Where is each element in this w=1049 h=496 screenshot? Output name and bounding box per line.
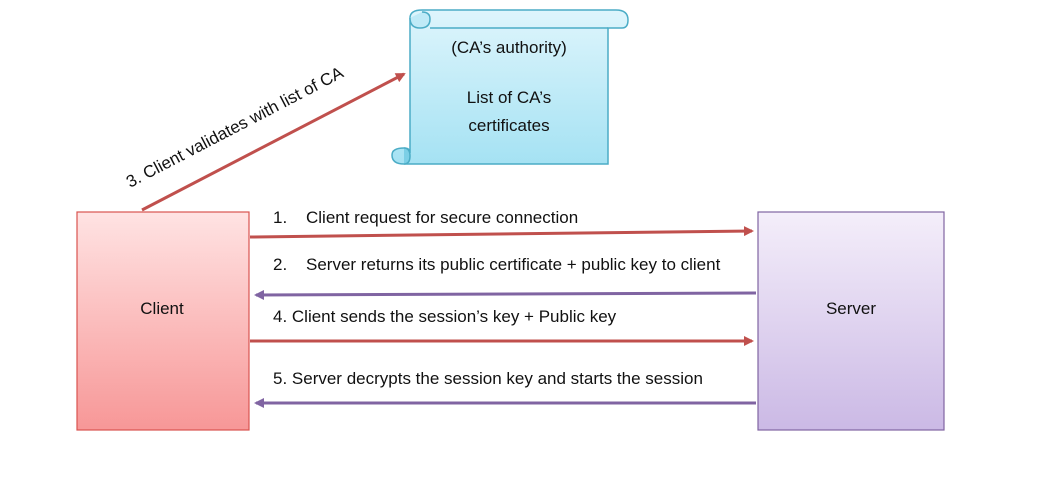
edge-step4: 4. Client sends the session’s key + Publ… [250, 307, 754, 346]
ca-certificate-scroll: (CA’s authority) List of CA’s certificat… [391, 9, 629, 165]
step1-number: 1. [273, 208, 287, 227]
edge-step5: 5. Server decrypts the session key and s… [254, 369, 756, 408]
scroll-body [391, 9, 629, 165]
step4-label: 4. Client sends the session’s key + Publ… [273, 307, 617, 326]
ca-authority-title: (CA’s authority) [451, 38, 567, 57]
step3-label: 3. Client validates with list of CA [123, 63, 347, 192]
edge-step3: 3. Client validates with list of CA [123, 63, 406, 212]
scroll-top-curl [409, 11, 431, 29]
arrow-step2 [254, 289, 757, 300]
step5-label: 5. Server decrypts the session key and s… [273, 369, 703, 388]
edge-step2: 2. Server returns its public certificate… [254, 255, 757, 300]
edge-step1: 1. Client request for secure connection [249, 208, 754, 239]
server-box [757, 211, 945, 431]
step2-label: Server returns its public certificate + … [306, 255, 721, 274]
arrow-step3 [141, 72, 406, 212]
client-node: Client [76, 211, 250, 431]
client-label: Client [140, 299, 184, 318]
step1-label: Client request for secure connection [306, 208, 578, 227]
ca-list-line1: List of CA’s [467, 88, 551, 107]
step2-number: 2. [273, 255, 287, 274]
server-label: Server [826, 299, 876, 318]
server-node: Server [757, 211, 945, 431]
ca-list-line2: certificates [468, 116, 549, 135]
scroll-bottom-curl [403, 147, 411, 165]
arrow-step1 [249, 226, 754, 239]
client-box [76, 211, 250, 431]
